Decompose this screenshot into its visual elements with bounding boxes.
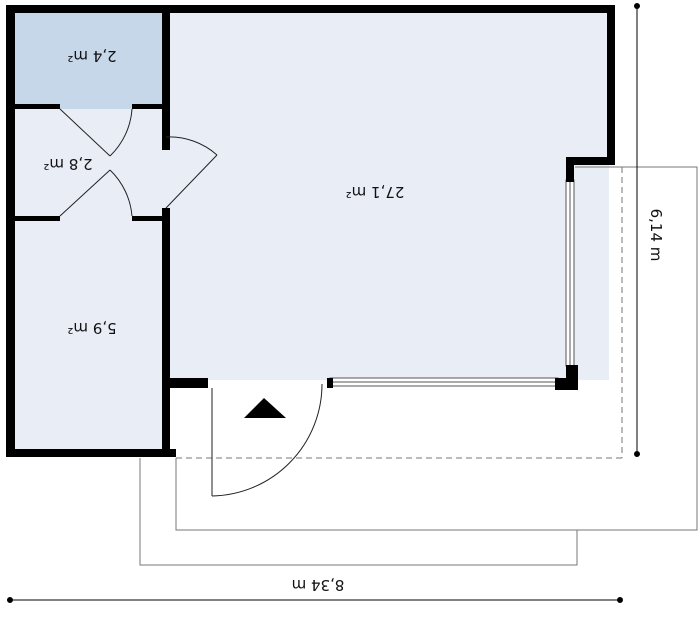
window-bottom [329,377,559,387]
room-label-hall: 2,8 m² [43,155,92,173]
dimension-width-label: 8,34 m [292,576,345,594]
room-label-small: 2,4 m² [67,47,116,65]
room-small-fill [14,12,168,109]
window-right [565,179,575,367]
dimension-width-line [7,597,623,603]
dimension-height-line [634,3,640,457]
room-hall-fill [14,109,168,221]
terrace-outline [139,166,698,566]
room-label-main: 27,1 m² [346,183,405,201]
room-main-fill [168,12,609,380]
entrance-arrow-icon [244,398,286,418]
room-label-left: 5,9 m² [67,319,116,337]
doors [59,108,323,497]
room-left-fill [14,221,168,452]
walls [6,5,615,457]
dimension-height-label: 6,14 m [647,209,665,262]
